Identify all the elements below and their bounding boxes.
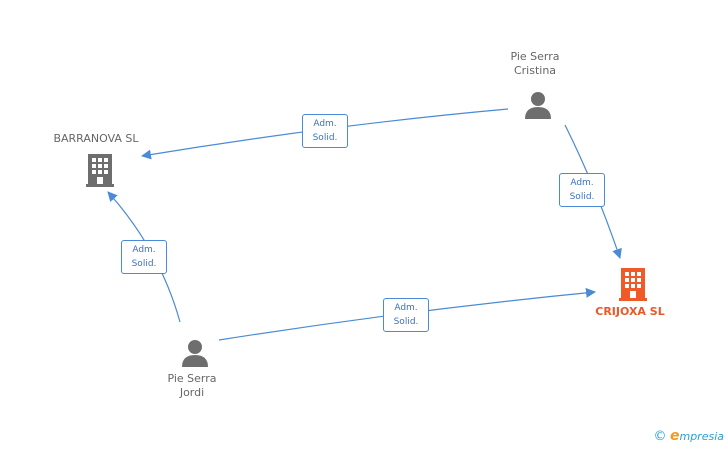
- company-label-barranova[interactable]: BARRANOVA SL: [53, 132, 139, 145]
- brand-name: mpresia: [679, 430, 724, 443]
- edge-label-jordi-barranova: Adm.Solid.: [121, 240, 167, 274]
- person-icon[interactable]: [523, 90, 553, 120]
- person-label-cristina[interactable]: Pie Serra Cristina: [510, 50, 560, 77]
- person-label-jordi[interactable]: Pie Serra Jordi: [167, 372, 217, 399]
- company-label-crijoxa[interactable]: CRIJOXA SL: [595, 305, 665, 318]
- building-icon[interactable]: [619, 266, 649, 302]
- brand-initial: e: [669, 428, 680, 444]
- building-icon[interactable]: [86, 152, 116, 188]
- copyright-symbol: ©: [653, 429, 667, 444]
- edge-label-cristina-barranova: Adm.Solid.: [302, 114, 348, 148]
- empresia-watermark: © empresia: [653, 428, 724, 444]
- person-icon[interactable]: [180, 338, 210, 368]
- edge-label-jordi-crijoxa: Adm.Solid.: [383, 298, 429, 332]
- edge-label-cristina-crijoxa: Adm.Solid.: [559, 173, 605, 207]
